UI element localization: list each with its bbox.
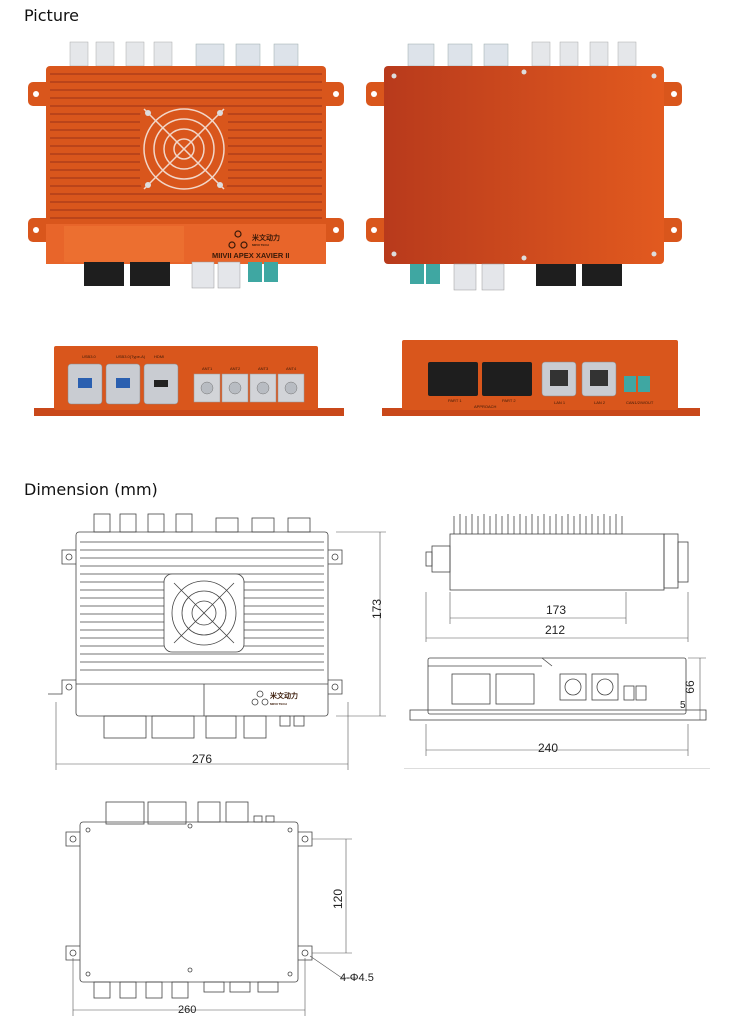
connector-group-label: APPROACH [474,404,497,409]
bottom-view-width-dim: 260 [178,1004,197,1016]
rear-view-drawing [409,657,707,756]
svg-text:MIIVII TECH: MIIVII TECH [270,702,287,706]
dimension-heading: Dimension (mm) [24,480,158,499]
fan-grille [140,108,228,190]
rear-view-flange-dim: 5 [680,700,686,711]
ant-label-4: ANT4 [286,366,297,371]
svg-text:米文动力: 米文动力 [269,691,298,700]
antenna-ports [193,373,305,403]
part-label-1: PART 1 [448,398,462,403]
part-label-2: PART 2 [502,398,516,403]
top-antenna-connectors [69,41,299,67]
automotive-connectors [428,362,532,396]
rear-port-panel-photo: PART 1 PART 2 APPROACH LAN 1 LAN 2 CAN1/… [382,340,700,416]
usb-ports [67,363,179,405]
model-name: MIIVII APEX XAVIER II [212,251,290,260]
mounting-hole-callout: 4-Φ4.5 [340,972,374,984]
side-view-drawing [425,514,689,642]
lan-label-2: LAN 2 [594,400,606,405]
rear-view-width-dim: 240 [538,741,559,755]
side-view-total-dim: 212 [545,623,566,637]
lan-ports [541,361,617,397]
usb-port-label-1: USB3.0 [82,354,97,359]
rear-view-height-dim: 66 [683,680,697,694]
product-bottom-photo [366,41,682,291]
lan-label-1: LAN 1 [554,400,566,405]
brand-name-en: MIIVII TECH [252,243,269,247]
ant-label-3: ANT3 [258,366,269,371]
top-view-width-dim: 276 [192,752,213,766]
ant-label-1: ANT1 [202,366,213,371]
drawing-divider [404,768,710,769]
brand-name-cn: 米文动力 [251,233,280,242]
top-view-drawing: 米文动力 MIIVII TECH [48,513,386,770]
bottom-view-drawing [65,801,356,1016]
picture-heading: Picture [24,6,80,25]
brand-logo: 米文动力 MIIVII TECH MIIVII APEX XAVIER II [212,230,290,260]
top-view-height-dim: 173 [370,598,384,620]
front-port-panel-photo: USB3.0 USB3.0(Type-A) HDMI ANT1 ANT2 ANT… [34,346,344,416]
drawing-logo: 米文动力 MIIVII TECH [251,690,298,706]
can-label: CAN1/2/WOUT [626,400,654,405]
ant-label-2: ANT2 [230,366,241,371]
side-view-length-dim: 173 [546,603,567,617]
usb-port-label-2: USB3.0(Type-A) [116,354,146,359]
product-top-photo: 米文动力 MIIVII TECH MIIVII APEX XAVIER II [28,41,344,289]
bottom-view-height-dim: 120 [331,888,345,910]
hdmi-port-label: HDMI [154,354,164,359]
